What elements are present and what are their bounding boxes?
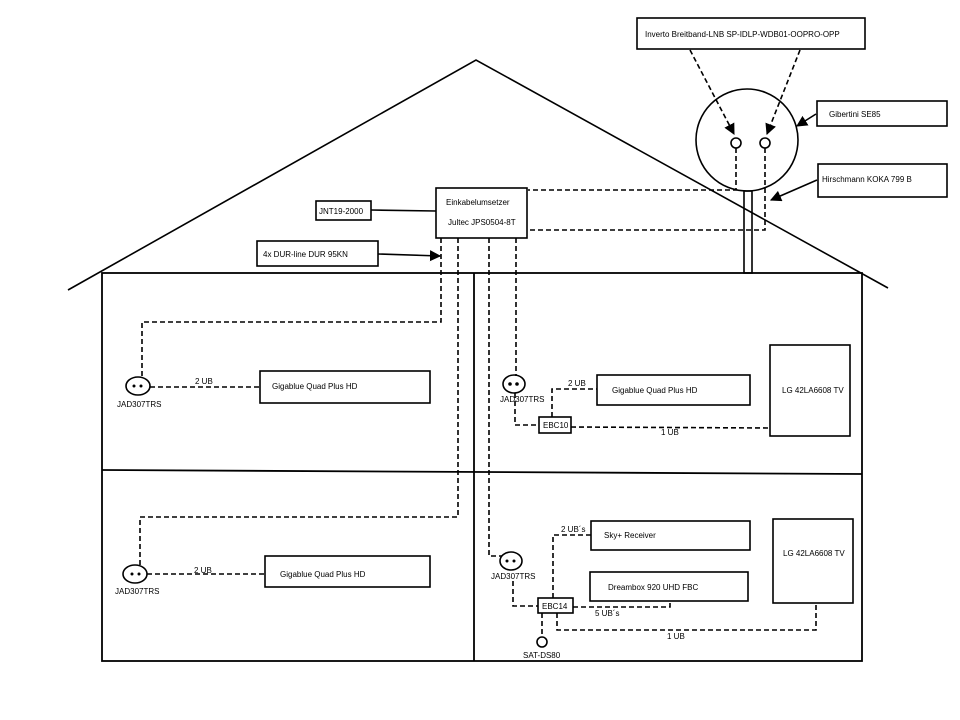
lnb-arrow-left (689, 49, 735, 135)
link-receiver-label: 2 UB (568, 379, 586, 388)
house-walls (101, 272, 863, 662)
lnb-label: Inverto Breitband-LNB SP-IDLP-WDB01-OOPR… (645, 30, 840, 39)
receiver-label: Gigablue Quad Plus HD (612, 386, 698, 395)
dish-mast (743, 190, 753, 274)
lnb-feed-right (759, 137, 771, 149)
socket-pin (512, 559, 516, 563)
sky-receiver-box (590, 520, 751, 551)
cable-ebc-sky (552, 534, 591, 598)
socket-pin (508, 382, 512, 386)
tv-box (772, 518, 854, 604)
socket-pin (132, 384, 136, 388)
room-bottom-right: JAD307TRS EBC14 2 UB´s Sky+ Receiver Dre… (491, 518, 854, 660)
converter-label-1: Einkabelumsetzer (446, 198, 510, 207)
room-top-left: JAD307TRS 2 UB Gigablue Quad Plus HD (117, 370, 431, 409)
socket-label: JAD307TRS (117, 400, 161, 409)
mount-label: Hirschmann KOKA 799 B (822, 175, 912, 184)
converter-label-2: Jultec JPS0504-8T (448, 218, 516, 227)
receiver-box (596, 374, 751, 406)
splitter-arrow (377, 250, 442, 262)
cable-top-left (141, 238, 442, 376)
house-structure (67, 59, 889, 662)
roof (67, 59, 889, 291)
sky-receiver-label: Sky+ Receiver (604, 531, 656, 540)
ebc10-label: EBC10 (543, 421, 569, 430)
lnb-arrow-right (765, 49, 801, 136)
lnb-label-box (636, 17, 866, 50)
wall-socket (125, 376, 151, 396)
cable-lnb-right (528, 148, 766, 231)
wall-socket (499, 551, 523, 571)
mount-label-box (817, 163, 948, 198)
lnb-feed-left (730, 137, 742, 149)
room-top-right: JAD307TRS EBC10 2 UB Gigablue Quad Plus … (500, 344, 851, 437)
cable-ebc-dreambox (573, 600, 671, 608)
socket-pin (139, 384, 143, 388)
satellite-dish (695, 88, 799, 274)
tv-box (769, 344, 851, 437)
cable-bottom-left (139, 238, 459, 565)
dreambox-label: Dreambox 920 UHD FBC (608, 583, 698, 592)
receiver-label: Gigablue Quad Plus HD (280, 570, 366, 579)
mount-arrow (769, 179, 818, 202)
converter-box (435, 187, 528, 239)
link-label: 2 UB (194, 566, 212, 575)
socket-pin (515, 382, 519, 386)
cable-ebc-receiver (551, 388, 597, 417)
cable-socket-ebc (512, 581, 538, 607)
splitter-label: 4x DUR-line DUR 95KN (263, 250, 348, 259)
cable-socket-ebc (514, 393, 539, 426)
cable-lnb-left (528, 148, 737, 191)
ebc14-label: EBC14 (542, 602, 568, 611)
dish-arrow (796, 113, 817, 127)
cable-bottom-right (488, 238, 502, 557)
link-label: 2 UB (195, 377, 213, 386)
socket-pin (137, 572, 141, 576)
dish-label-box (816, 100, 948, 127)
wall-socket (122, 564, 148, 584)
ebc10-box (538, 416, 572, 434)
room-bottom-left: JAD307TRS 2 UB Gigablue Quad Plus HD (115, 555, 431, 596)
cable-ebc-tv (556, 603, 817, 631)
tv-label: LG 42LA6608 TV (782, 386, 844, 395)
receiver-box (259, 370, 431, 404)
cable-ebc-tv (570, 426, 771, 429)
link-tv-label: 1 UB (667, 632, 685, 641)
dish-reflector (695, 88, 799, 192)
receiver-box (264, 555, 431, 588)
ebc14-box (537, 597, 574, 614)
terminator (536, 636, 548, 648)
socket-label: JAD307TRS (500, 395, 544, 404)
terminator-label: SAT-DS80 (523, 651, 561, 660)
link-dreambox-label: 5 UB´s (595, 609, 619, 618)
tv-label: LG 42LA6608 TV (783, 549, 845, 558)
psu-label: JNT19-2000 (319, 207, 364, 216)
dreambox-box (589, 571, 749, 602)
splitter-label-box (256, 240, 379, 267)
socket-label: JAD307TRS (491, 572, 535, 581)
wall-socket (502, 374, 526, 394)
link-tv-label: 1 UB (661, 428, 679, 437)
socket-pin (505, 559, 509, 563)
receiver-label: Gigablue Quad Plus HD (272, 382, 358, 391)
floor-divider (101, 469, 863, 475)
socket-pin (130, 572, 134, 576)
dish-label: Gibertini SE85 (829, 110, 881, 119)
socket-label: JAD307TRS (115, 587, 159, 596)
link-sky-label: 2 UB´s (561, 525, 585, 534)
psu-line (370, 209, 437, 212)
